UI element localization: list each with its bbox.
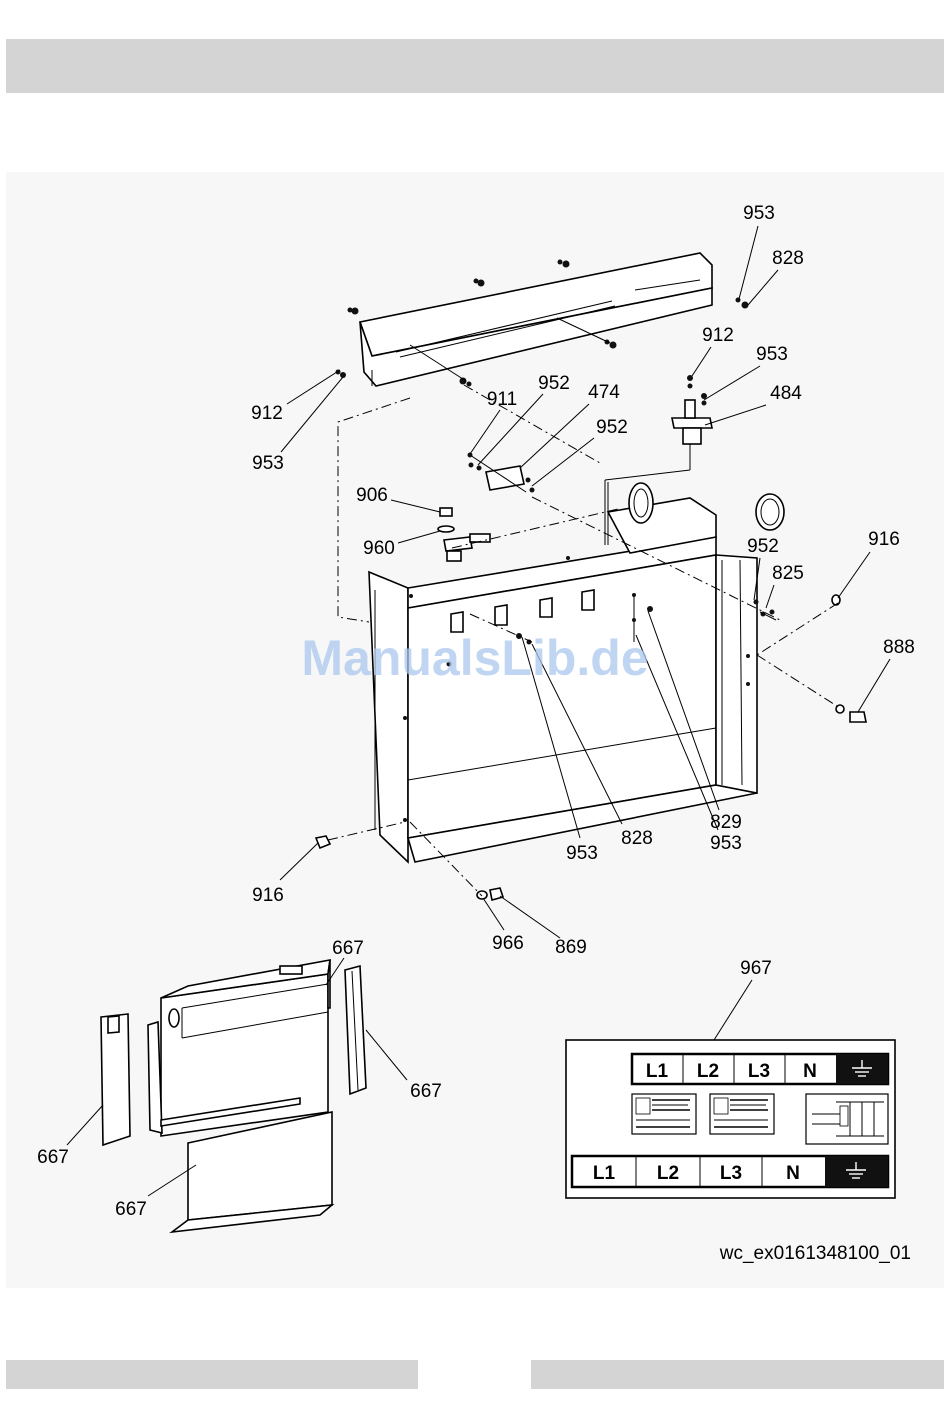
callout-953: 953 — [756, 344, 788, 365]
label-row1-cell: L1 — [646, 1061, 669, 1082]
label-row1-cell: L3 — [748, 1061, 770, 1082]
valve-assembly — [438, 508, 490, 561]
component-474 — [468, 453, 535, 493]
callout-825: 825 — [772, 563, 804, 584]
top-cover — [336, 253, 749, 387]
label-row2-cell: L1 — [593, 1163, 616, 1184]
callout-888: 888 — [883, 637, 915, 658]
callout-960: 960 — [363, 538, 395, 559]
side-panels — [101, 960, 366, 1232]
label-967: L1 L2 L3 N — [566, 1040, 895, 1198]
wiring-diagram-sticker — [806, 1094, 888, 1144]
callout-906: 906 — [356, 485, 388, 506]
callout-828: 828 — [772, 248, 804, 269]
footer-bar-left — [6, 1360, 418, 1389]
right-fasteners — [832, 595, 866, 722]
label-row1: L1 L2 L3 N — [632, 1054, 888, 1084]
label-row2: L1 L2 L3 N — [572, 1156, 888, 1187]
callout-953: 953 — [252, 453, 284, 474]
callout-953: 953 — [566, 843, 598, 864]
footer-bar-right — [531, 1360, 944, 1389]
callout-911: 911 — [487, 389, 517, 410]
callout-829: 829 — [710, 812, 742, 833]
label-row1-cell: L2 — [697, 1061, 719, 1082]
label-row2-cell: L2 — [657, 1163, 679, 1184]
watermark: ManualsLib.de — [301, 630, 648, 686]
callout-916: 916 — [868, 529, 900, 550]
callout-828: 828 — [621, 828, 653, 849]
callout-967: 967 — [740, 958, 772, 979]
callout-953: 953 — [743, 203, 775, 224]
callout-869: 869 — [555, 937, 587, 958]
callout-667: 667 — [37, 1147, 69, 1168]
callout-474: 474 — [588, 382, 620, 403]
warning-sticker — [710, 1094, 774, 1134]
callout-667: 667 — [410, 1081, 442, 1102]
callout-667: 667 — [115, 1199, 147, 1220]
callout-484: 484 — [770, 383, 802, 404]
callout-912: 912 — [251, 403, 283, 424]
label-row2-cell: L3 — [720, 1163, 742, 1184]
callout-667: 667 — [332, 938, 364, 959]
callout-952: 952 — [538, 373, 570, 394]
callout-952: 952 — [596, 417, 628, 438]
callout-912: 912 — [702, 325, 734, 346]
warning-sticker — [632, 1094, 696, 1134]
drawing-id: wc_ex0161348100_01 — [719, 1243, 911, 1264]
callout-953: 953 — [710, 833, 742, 854]
callout-966: 966 — [492, 933, 524, 954]
label-row2-cell: N — [786, 1163, 800, 1184]
label-row1-cell: N — [803, 1061, 817, 1082]
callout-952: 952 — [747, 536, 779, 557]
callout-916: 916 — [252, 885, 284, 906]
